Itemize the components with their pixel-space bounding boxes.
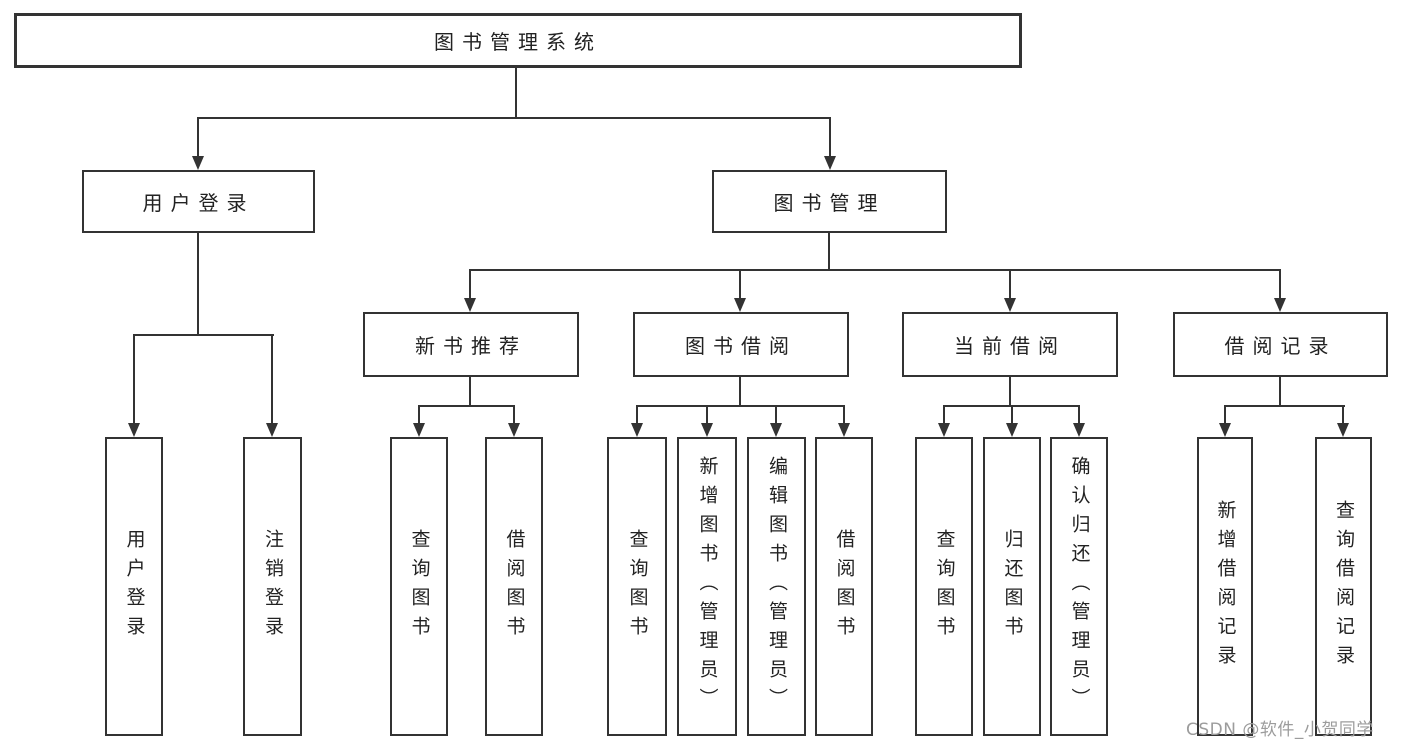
arrow-down-icon [734, 298, 746, 312]
connector-line [197, 117, 199, 156]
connector-line [197, 117, 831, 119]
arrow-down-icon [1274, 298, 1286, 312]
connector-line [1279, 377, 1281, 406]
connector-line [1224, 405, 1345, 407]
connector-line [1009, 377, 1011, 406]
arrow-down-icon [938, 423, 950, 437]
node-book-management: 图书管理 [712, 170, 947, 233]
arrow-down-icon [266, 423, 278, 437]
connector-line [271, 334, 273, 423]
leaf-query-borrow-record: 查询借阅记录 [1315, 437, 1372, 736]
connector-line [469, 269, 471, 299]
connector-line [739, 377, 741, 406]
arrow-down-icon [1337, 423, 1349, 437]
leaf-add-borrow-record: 新增借阅记录 [1197, 437, 1253, 736]
node-new-book-recommendation: 新书推荐 [363, 312, 579, 377]
connector-line [515, 68, 517, 118]
arrow-down-icon [631, 423, 643, 437]
connector-line [513, 405, 515, 423]
connector-line [706, 405, 708, 423]
connector-line [1009, 269, 1011, 299]
leaf-logout-login: 注销登录 [243, 437, 302, 736]
connector-line [828, 233, 830, 270]
node-book-borrowing: 图书借阅 [633, 312, 849, 377]
connector-line [1342, 405, 1344, 423]
arrow-down-icon [464, 298, 476, 312]
connector-line [418, 405, 515, 407]
leaf-return-books: 归还图书 [983, 437, 1041, 736]
leaf-add-books-admin: 新增图书（管理员） [677, 437, 737, 736]
arrow-down-icon [1004, 298, 1016, 312]
leaf-confirm-return-admin: 确认归还（管理员） [1050, 437, 1108, 736]
connector-line [133, 334, 274, 336]
arrow-down-icon [1219, 423, 1231, 437]
connector-line [133, 334, 135, 423]
connector-line [418, 405, 420, 423]
arrow-down-icon [413, 423, 425, 437]
connector-line [1011, 405, 1013, 423]
connector-line [1078, 405, 1080, 423]
node-current-borrowing: 当前借阅 [902, 312, 1118, 377]
connector-line [1279, 269, 1281, 299]
connector-line [943, 405, 945, 423]
arrow-down-icon [192, 156, 204, 170]
leaf-borrow-books-recommend: 借阅图书 [485, 437, 543, 736]
connector-line [636, 405, 845, 407]
arrow-down-icon [128, 423, 140, 437]
leaf-edit-books-admin: 编辑图书（管理员） [747, 437, 806, 736]
leaf-query-books-borrowing: 查询图书 [607, 437, 667, 736]
connector-line [739, 269, 741, 299]
connector-line [197, 233, 199, 335]
leaf-borrow-books-borrowing: 借阅图书 [815, 437, 873, 736]
connector-line [469, 269, 1281, 271]
arrow-down-icon [838, 423, 850, 437]
connector-line [636, 405, 638, 423]
csdn-watermark: CSDN @软件_小贺同学 [1186, 720, 1374, 740]
arrow-down-icon [1006, 423, 1018, 437]
node-root: 图书管理系统 [14, 13, 1022, 68]
node-borrowing-records: 借阅记录 [1173, 312, 1388, 377]
connector-line [829, 117, 831, 156]
leaf-user-login: 用户登录 [105, 437, 163, 736]
connector-line [469, 377, 471, 406]
node-user-login: 用户登录 [82, 170, 315, 233]
connector-line [775, 405, 777, 423]
connector-line [843, 405, 845, 423]
arrow-down-icon [1073, 423, 1085, 437]
arrow-down-icon [824, 156, 836, 170]
arrow-down-icon [701, 423, 713, 437]
leaf-query-books-current: 查询图书 [915, 437, 973, 736]
arrow-down-icon [770, 423, 782, 437]
connector-line [1224, 405, 1226, 423]
arrow-down-icon [508, 423, 520, 437]
leaf-query-books-recommend: 查询图书 [390, 437, 448, 736]
